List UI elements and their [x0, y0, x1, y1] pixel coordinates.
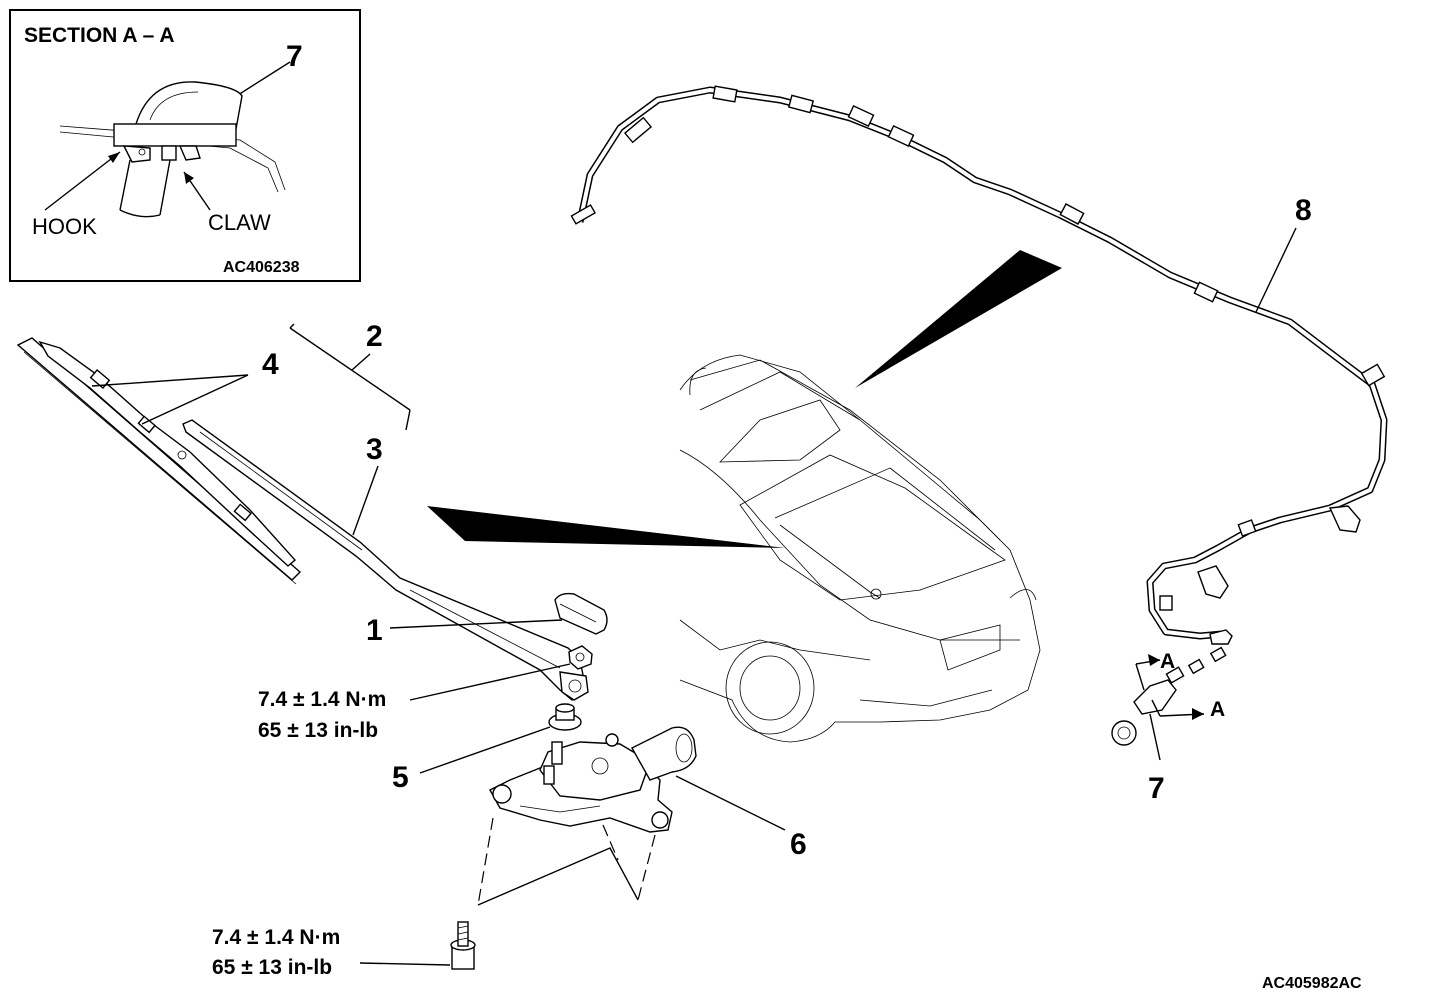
inset-title: SECTION A – A: [24, 24, 175, 47]
car-rear-view: [679, 354, 1041, 743]
section-inset: SECTION A – A 7 HOOK CLAW AC406238: [9, 9, 361, 282]
mounting-dash-lines: [477, 817, 656, 906]
assembly-bracket: [289, 323, 411, 431]
inset-callout-7: 7: [286, 40, 303, 73]
section-arrows: [1135, 654, 1205, 720]
torque-bolt-imperial: 65 ± 13 in-lb: [212, 956, 332, 979]
callout-2: 2: [366, 320, 383, 353]
torque-arm-imperial: 65 ± 13 in-lb: [258, 719, 378, 742]
torque-bolt-metric: 7.4 ± 1.4 N·m: [212, 926, 340, 949]
callout-7: 7: [1148, 772, 1165, 805]
pivot-washer: [548, 703, 582, 731]
callout-4: 4: [262, 348, 279, 381]
claw-label: CLAW: [208, 210, 271, 235]
inset-code: AC406238: [223, 259, 300, 276]
leader-lines: [91, 227, 1297, 966]
pointer-wedge-arm: [427, 506, 785, 548]
washer-hose: [570, 85, 1388, 645]
callout-8: 8: [1295, 194, 1312, 227]
hook-arrow: [44, 151, 121, 211]
section-mark-lower: A: [1210, 698, 1225, 721]
mounting-bolt: [450, 921, 476, 970]
pointer-wedge-hose: [855, 250, 1062, 388]
arm-cap: [554, 592, 608, 635]
nozzle-section-drawing: [59, 81, 286, 218]
figure-code: AC405982AC: [1262, 975, 1362, 992]
wiper-motor: [489, 726, 697, 833]
section-mark-upper: A: [1160, 650, 1175, 673]
callout-3: 3: [366, 433, 383, 466]
wiper-arm: [182, 419, 589, 701]
callout-5: 5: [392, 761, 409, 794]
callout-6: 6: [790, 828, 807, 861]
torque-arm-metric: 7.4 ± 1.4 N·m: [258, 688, 386, 711]
callout-1: 1: [366, 614, 383, 647]
hook-label: HOOK: [32, 214, 97, 239]
washer-nozzle: [1111, 646, 1227, 746]
wiper-blade: [16, 337, 302, 585]
arm-nut: [568, 645, 593, 670]
